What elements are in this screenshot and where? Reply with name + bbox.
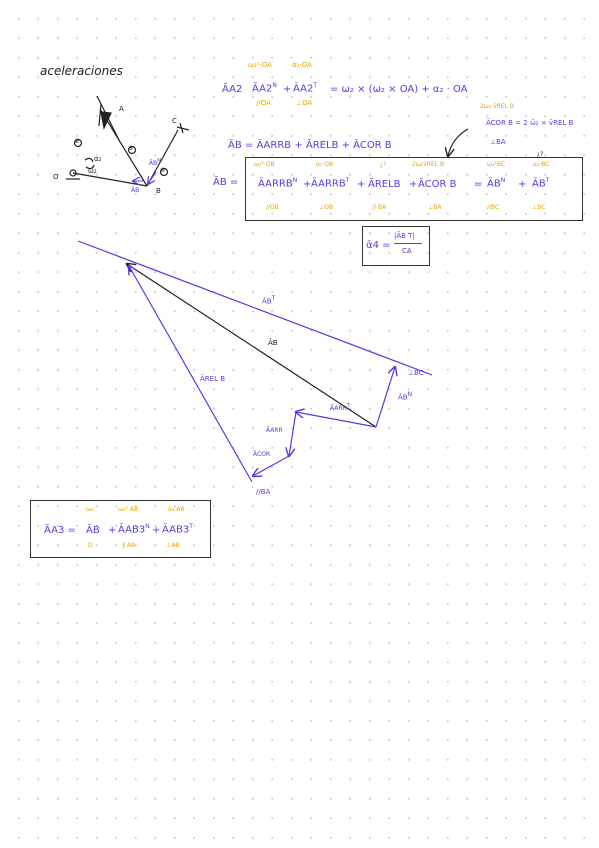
- eq3-top-2: α₂·OB: [316, 161, 334, 168]
- label-perp-bc: ⊥BC: [408, 369, 424, 377]
- eq4-term-2: ĀAB3N: [118, 523, 150, 536]
- eq4-term-3: ĀAB3T: [162, 523, 193, 536]
- callout-arrow: [448, 128, 469, 156]
- acceleration-polygon: [77, 240, 433, 483]
- eq4-top-1: ω₄: [86, 506, 94, 513]
- coriolis-condition: ⊥BA: [490, 138, 506, 146]
- eq3-cond-3: // BA: [372, 204, 387, 211]
- label-at: ĀBT: [262, 295, 276, 306]
- eq4-cond-1: D: [88, 542, 93, 549]
- label-alpha2: α₂: [94, 155, 102, 163]
- page-title: aceleraciones: [40, 64, 123, 78]
- label-vb: ĀB: [131, 187, 140, 194]
- eq4-plus-1: +: [108, 525, 117, 536]
- eq3-top-5: ω₄²BC: [487, 161, 506, 168]
- eq4-term-1: ĀB: [86, 525, 100, 536]
- eq3-cond-6: ⊥BC: [532, 204, 546, 211]
- alpha4-denominator: CA: [402, 247, 412, 255]
- label-link-3: ③: [128, 145, 134, 152]
- label-c: C: [172, 117, 177, 125]
- alpha4-fraction-bar: [394, 243, 422, 244]
- eq3-op-5: +: [518, 179, 527, 190]
- eq3-term-2: ĀARRBT: [311, 177, 350, 190]
- alpha4-numerator: |ĀB T|: [394, 232, 415, 240]
- coriolis-top: 2ω₂ v̄REL B: [480, 103, 515, 110]
- eq4-lhs: ĀA3 =: [44, 525, 76, 536]
- velocity-arrow-sketch: [133, 171, 157, 184]
- eq3-term-5: ĀBN: [487, 177, 506, 190]
- eq3-op-4: =: [474, 179, 483, 190]
- label-link-2: ②: [74, 138, 80, 145]
- label-link-4: ④: [160, 167, 166, 174]
- eq3-term-3: ĀRELB: [368, 179, 401, 190]
- label-ab: ĀB: [268, 339, 278, 347]
- label-o: O: [53, 173, 59, 181]
- eq3-term-1: ĀARRBN: [258, 177, 298, 190]
- eq3-top-6: α₄·BC: [533, 161, 550, 168]
- eq3-top-extra: ¿?: [537, 151, 544, 158]
- label-arel: ĀREL B: [200, 375, 226, 383]
- eq1-term-normal: ĀA2N: [252, 82, 277, 95]
- label-acor: ĀCOR: [253, 451, 271, 458]
- coriolis-expression: ĀCOR B = 2 ω̄₂ × v̄REL B: [486, 119, 574, 127]
- eq3-term-4: ĀCOR B: [418, 179, 457, 190]
- eq3-lhs: ĀB =: [213, 177, 239, 188]
- eq2: ĀB = ĀARRB + ĀRELB + ĀCOR B: [228, 140, 392, 151]
- eq3-op-2: +: [357, 179, 366, 190]
- eq3-cond-4: ⊥BA: [428, 204, 442, 211]
- label-b: B: [156, 187, 161, 195]
- eq3-op-3: +: [409, 179, 418, 190]
- label-arr-t: ĀARRT: [330, 403, 350, 412]
- eq3-cond-1: //OB: [266, 204, 279, 211]
- eq3-top-3: ¿?: [380, 161, 387, 168]
- eq3-cond-2: ⊥OB: [319, 204, 334, 211]
- eq4-top-3: α₃ AB: [168, 506, 185, 513]
- eq1-plus: +: [283, 84, 292, 95]
- eq3-op-1: +: [303, 179, 312, 190]
- eq3-cond-5: //BC: [487, 204, 500, 211]
- alpha4-box: [362, 226, 430, 266]
- eq4-top-2: ω₃² AB: [118, 506, 138, 513]
- eq3-term-6: ĀBT: [532, 177, 550, 190]
- label-omega2: ω₂: [88, 167, 97, 175]
- eq1-top-tangent: α₂·OA: [292, 61, 312, 69]
- eq1-cond-tangent: ⊥OA: [296, 99, 313, 107]
- label-par-ba: //BA: [256, 488, 271, 496]
- eq4-cond-3: ⊥AB: [166, 542, 180, 549]
- eq1-term-tangent: ĀA2T: [293, 82, 317, 95]
- label-a: A: [119, 105, 124, 113]
- eq1-cond-normal: //OA: [256, 99, 271, 107]
- mechanism-sketch: [66, 95, 190, 187]
- eq1-lhs: ĀA2: [222, 84, 243, 95]
- eq1-rhs: = ω₂ × (ω₂ × OA) + α₂ · OA: [330, 84, 468, 95]
- eq4-box: [30, 500, 211, 558]
- label-vb-n: ĀBN: [149, 158, 161, 167]
- alpha4-lhs: ᾱ4 =: [366, 240, 391, 251]
- eq4-cond-2: ∥ AB: [122, 542, 136, 549]
- eq3-box: [245, 157, 583, 221]
- eq3-top-1: ω₂²·OB: [254, 161, 275, 168]
- label-an: ĀBN: [398, 391, 413, 402]
- eq4-plus-2: +: [152, 525, 161, 536]
- eq1-top-normal: ω₂²·OA: [248, 61, 272, 69]
- eq3-top-4: 2ω₂v̄REL B: [412, 161, 445, 168]
- label-arr-n: ĀARR: [266, 427, 283, 434]
